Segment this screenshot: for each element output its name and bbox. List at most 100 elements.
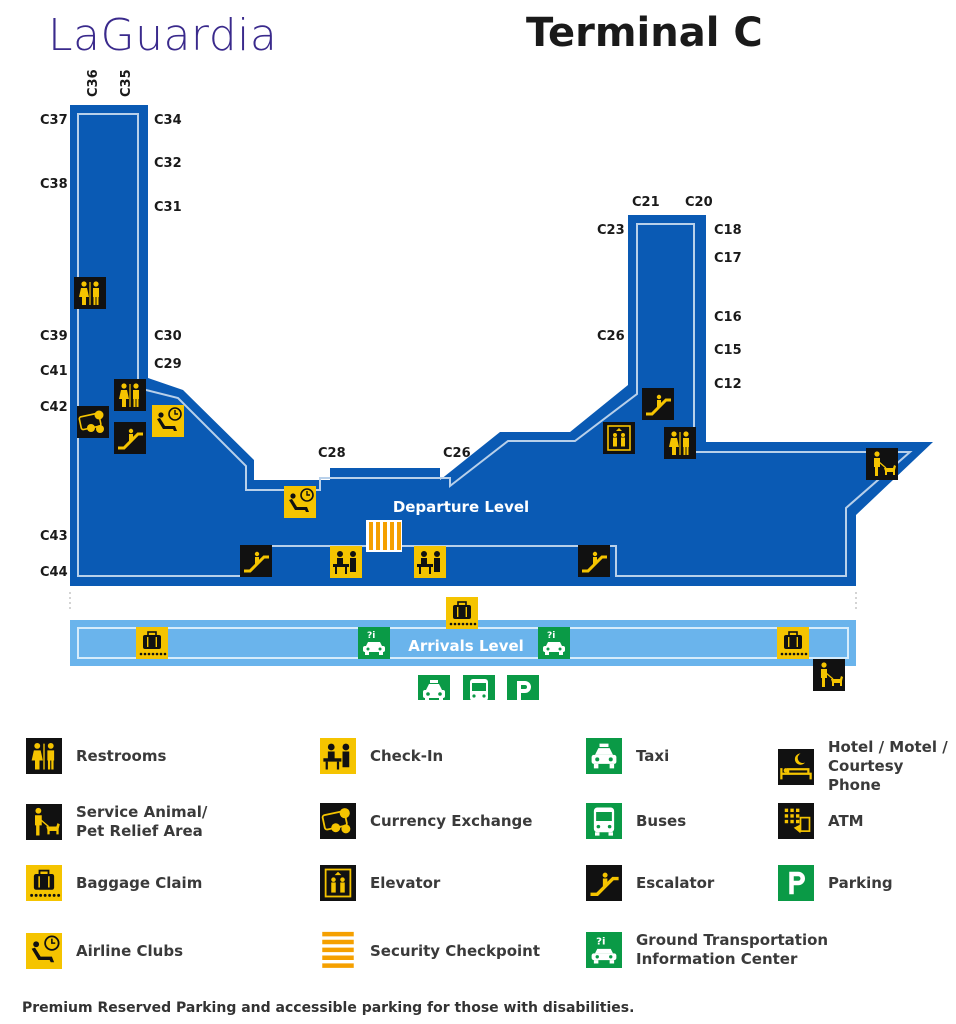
elevator-icon [602,421,636,455]
baggage-claim-icon [26,865,62,901]
ground-transportation-icon [538,627,570,659]
legend-label: Parking [828,873,893,892]
legend-label: Currency Exchange [370,811,533,830]
arrivals-level-label: Arrivals Level [408,637,524,655]
ground-transportation-icon [358,627,390,659]
taxi-icon [586,738,622,774]
gate-c38: C38 [40,177,68,192]
legend-item-taxi: Taxi [586,738,669,774]
taxi-icon [418,675,450,700]
legend-item-restrooms: Restrooms [26,738,166,774]
gate-c35: C35 [119,69,134,97]
terminal-title: Terminal C [526,10,763,56]
legend-label: Taxi [636,746,670,765]
legend-label: Baggage Claim [76,873,203,892]
airline-club-icon [283,485,317,519]
security-checkpoint-icon [320,930,356,972]
airline-club-icon [151,404,185,438]
check-in-icon [414,546,446,578]
gate-c41: C41 [40,364,68,379]
legend-item-currency-exchange: Currency Exchange [320,803,532,839]
legend-item-atm: ATM [778,803,864,839]
gate-c20: C20 [685,195,713,210]
gate-c26-pier: C26 [597,329,625,344]
legend-label: Service Animal/ Pet Relief Area [76,803,208,840]
legend-item-buses: Buses [586,803,686,839]
bus-icon [586,803,622,839]
gate-c29: C29 [154,357,182,372]
legend-label: Escalator [636,873,715,892]
atm-icon [778,803,814,839]
security-checkpoint-icon [366,520,402,552]
departure-inner-outline [77,113,913,577]
gate-c17: C17 [714,251,742,266]
restroom-icon [663,426,697,460]
parking-icon [778,865,814,901]
check-in-icon [320,738,356,774]
gate-c12: C12 [714,377,742,392]
escalator-icon [640,386,676,422]
legend-label: ATM [828,811,864,830]
legend-item-service-animal: Service Animal/ Pet Relief Area [26,803,207,841]
legend-label: Hotel / Motel / Courtesy Phone [828,738,948,794]
gate-c18: C18 [714,223,742,238]
gate-c44: C44 [40,565,68,580]
escalator-icon [112,420,148,456]
gate-c32: C32 [154,156,182,171]
legend-item-hotel-phone: Hotel / Motel / Courtesy Phone [778,738,956,795]
legend-label: Restrooms [76,746,167,765]
legend-item-elevator: Elevator [320,865,440,901]
baggage-claim-icon [445,596,479,630]
parking-icon [507,675,539,700]
ground-transportation-icon [586,932,622,968]
gate-c43: C43 [40,529,68,544]
gate-c42: C42 [40,400,68,415]
legend-item-security-checkpoint: Security Checkpoint [320,928,540,974]
baggage-claim-icon [135,626,169,660]
legend-item-ground-transportation: Ground Transportation Information Center [586,931,828,969]
escalator-icon [576,543,612,579]
gate-c31: C31 [154,200,182,215]
legend-item-check-in: Check-In [320,738,443,774]
legend-label: Ground Transportation Information Center [636,931,829,968]
elevator-icon [320,865,356,901]
gate-c39: C39 [40,329,68,344]
departure-level-area [70,105,933,586]
currency-exchange-icon [320,803,356,839]
bus-icon [463,675,495,700]
departure-level-label: Departure Level [393,498,529,516]
service-animal-icon [26,804,62,840]
gate-c30: C30 [154,329,182,344]
gate-c34: C34 [154,113,182,128]
airline-clubs-icon [26,933,62,969]
gate-c36: C36 [86,69,101,97]
service-animal-icon [865,447,899,481]
hotel-phone-icon [778,748,814,785]
check-in-icon [330,546,362,578]
legend-label: Security Checkpoint [370,941,541,960]
gate-c15: C15 [714,343,742,358]
gate-c23: C23 [597,223,625,238]
legend-label: Elevator [370,873,441,892]
gate-c21: C21 [632,195,660,210]
legend-label: Buses [636,811,687,830]
legend-label: Check-In [370,746,444,765]
legend-item-baggage-claim: Baggage Claim [26,865,202,901]
currency-exchange-icon [76,405,110,439]
legend-item-airline-clubs: Airline Clubs [26,933,183,969]
restrooms-icon [26,738,62,774]
gate-c26-center: C26 [443,446,471,461]
service-animal-icon [812,658,846,692]
legend-item-parking: Parking [778,865,893,901]
terminal-map: Departure Level Arrivals Level C36 C35 C… [40,69,933,700]
restroom-icon [73,276,107,310]
escalator-icon [586,865,622,901]
restroom-icon [113,378,147,412]
airport-logo: LaGuardia [48,10,278,61]
legend-label: Airline Clubs [76,941,183,960]
escalator-icon [238,543,274,579]
gate-c28: C28 [318,446,346,461]
baggage-claim-icon [776,626,810,660]
legend-item-escalator: Escalator [586,865,714,901]
footnote: Premium Reserved Parking and accessible … [22,1000,635,1016]
